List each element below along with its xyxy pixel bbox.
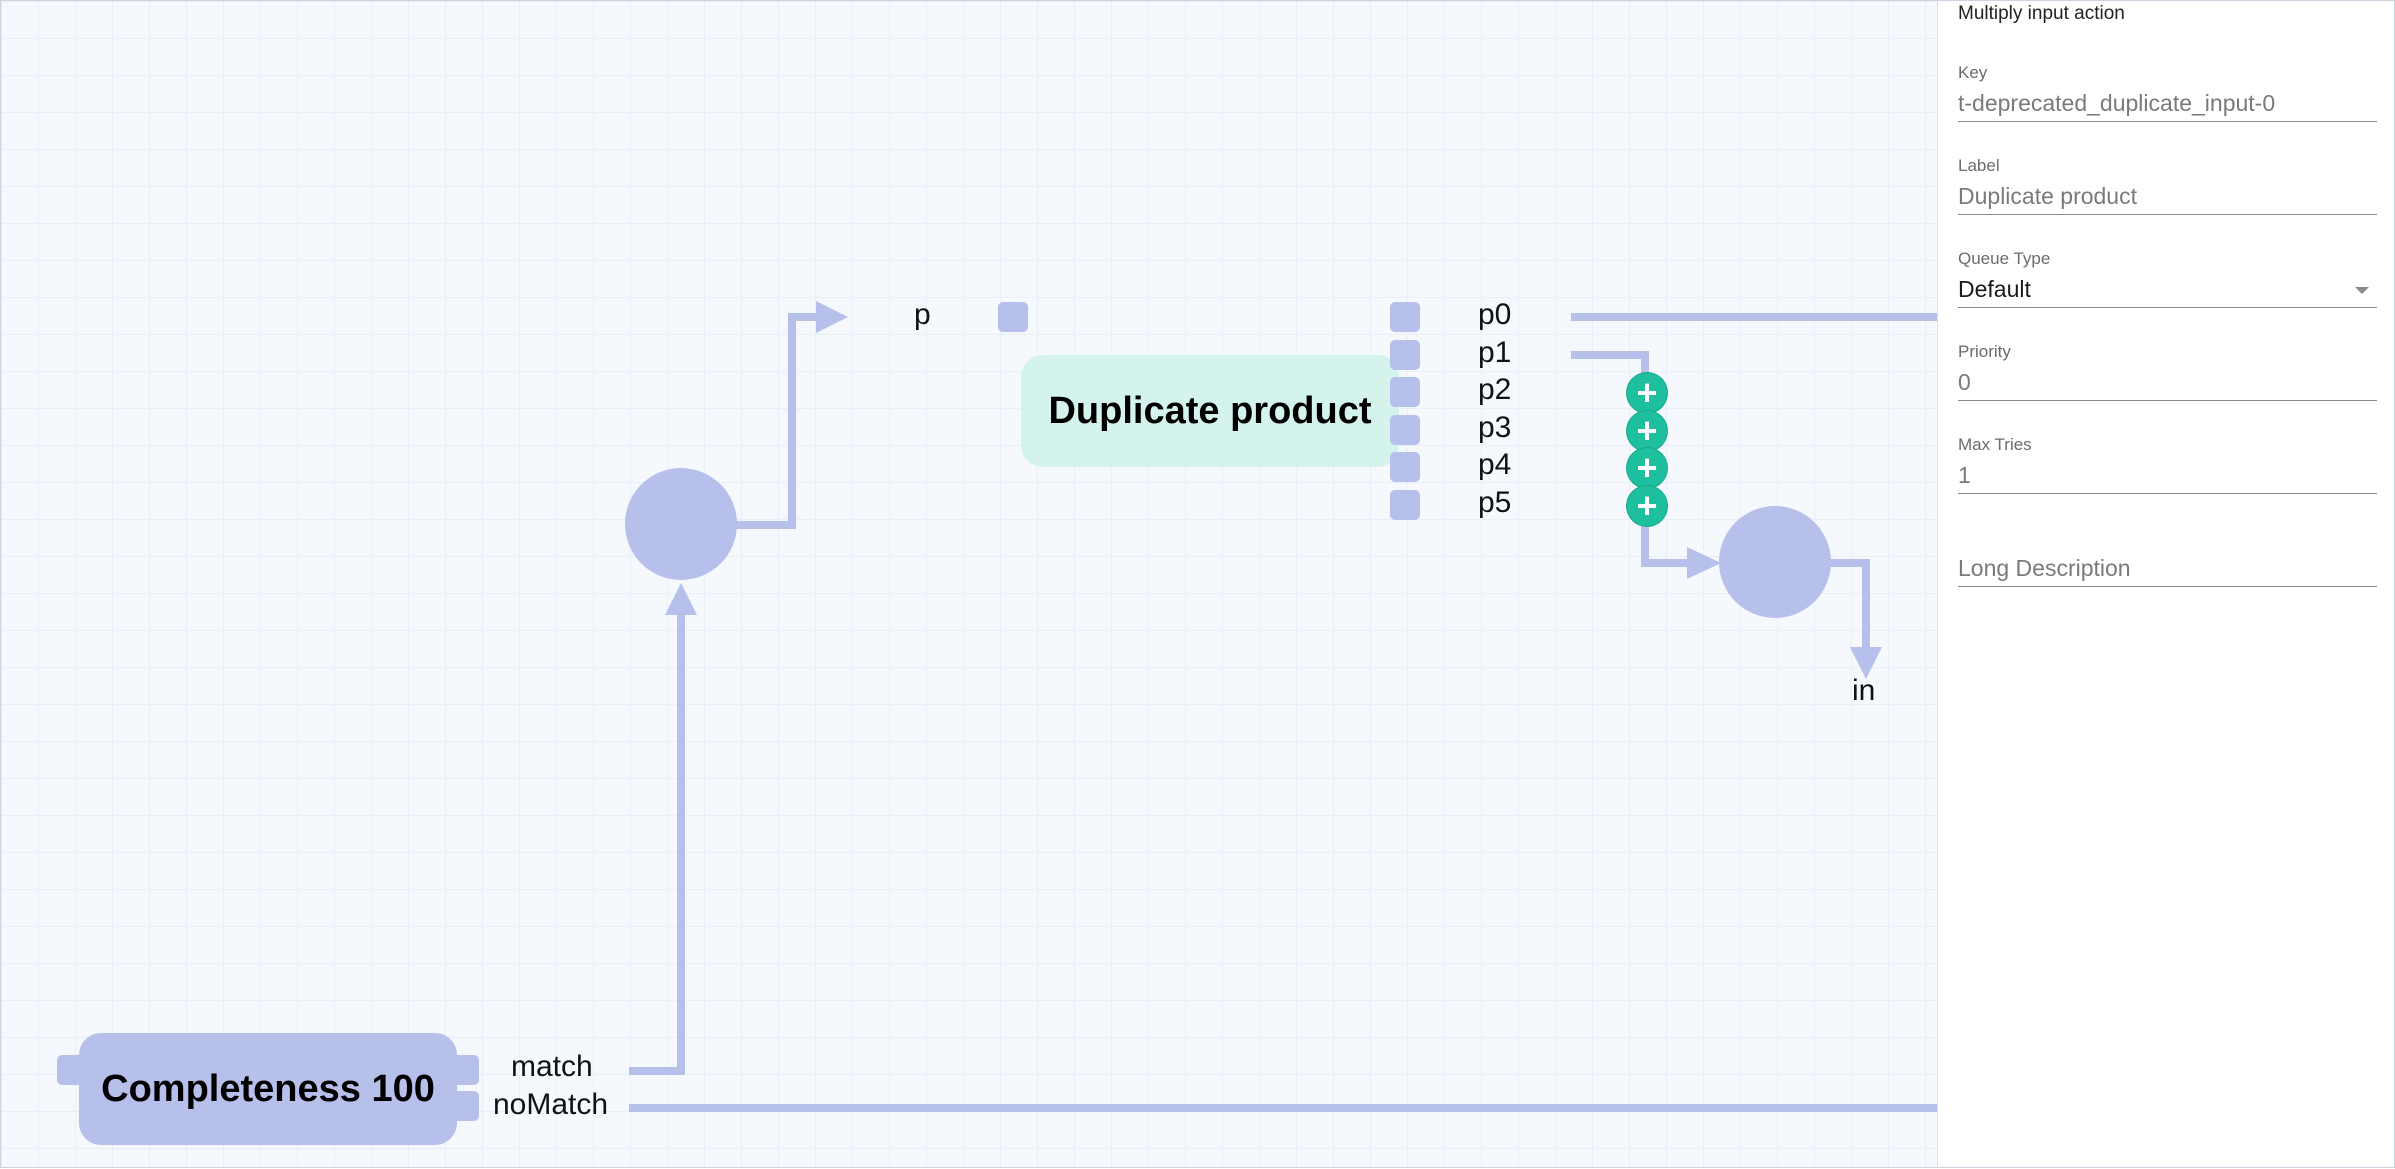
long-description-field[interactable]: Long Description [1958, 528, 2377, 587]
plus-icon: + [1636, 447, 1658, 488]
edge-to-input-p [736, 313, 816, 529]
plus-icon: + [1636, 372, 1658, 413]
arrow-head-up [665, 583, 697, 615]
node-label: Completeness 100 [101, 1067, 435, 1110]
output-port-match[interactable] [449, 1055, 479, 1085]
arrow-head-down-in [1850, 647, 1882, 679]
port-label-p3: p3 [1478, 411, 1512, 444]
output-port-p3[interactable] [1390, 415, 1420, 445]
key-input[interactable]: t-deprecated_duplicate_input-0 [1958, 85, 2377, 122]
completeness-node[interactable]: Completeness 100 [79, 1033, 457, 1145]
port-label-nomatch: noMatch [493, 1088, 609, 1121]
port-label-match: match [511, 1050, 593, 1083]
max-tries-field[interactable]: Max Tries 1 [1958, 435, 2377, 494]
label-input[interactable]: Duplicate product [1958, 178, 2377, 215]
max-tries-input[interactable]: 1 [1958, 457, 2377, 494]
output-port-p1[interactable] [1390, 340, 1420, 370]
output-port-p0[interactable] [1390, 302, 1420, 332]
panel-title: Multiply input action [1958, 3, 2125, 24]
add-connection-p3-button[interactable]: + [1627, 411, 1667, 451]
priority-field[interactable]: Priority 0 [1958, 342, 2377, 401]
output-port-p5[interactable] [1390, 490, 1420, 520]
port-label-p2: p2 [1478, 373, 1512, 406]
edge-to-in [1829, 559, 1870, 651]
port-label-p: p [914, 298, 931, 331]
duplicate-product-node[interactable]: Duplicate product [1021, 355, 1399, 467]
output-port-p2[interactable] [1390, 377, 1420, 407]
node-label: Duplicate product [1048, 389, 1372, 432]
target-label-in: in [1852, 674, 1876, 707]
port-label-p0: p0 [1478, 298, 1512, 331]
label-label: Label [1958, 156, 2000, 175]
plus-icon: + [1636, 410, 1658, 451]
queue-type-label: Queue Type [1958, 249, 2051, 268]
edges-layer [629, 301, 1938, 1112]
junction-node[interactable] [625, 468, 737, 580]
input-port-p[interactable] [998, 302, 1028, 332]
properties-panel: Multiply input action Key t-deprecated_d… [1937, 0, 2395, 1168]
add-connection-p2-button[interactable]: + [1627, 373, 1667, 413]
key-field[interactable]: Key t-deprecated_duplicate_input-0 [1958, 63, 2377, 122]
caret-down-icon[interactable] [2355, 287, 2369, 294]
plus-icon: + [1636, 485, 1658, 526]
key-label: Key [1958, 63, 1988, 82]
port-label-p4: p4 [1478, 448, 1512, 481]
add-connection-p5-button[interactable]: + [1627, 486, 1667, 526]
priority-input[interactable]: 0 [1958, 364, 2377, 401]
queue-type-select[interactable]: Default [1958, 271, 2377, 308]
edge-match [629, 591, 685, 1075]
label-field[interactable]: Label Duplicate product [1958, 156, 2377, 215]
priority-label: Priority [1958, 342, 2011, 361]
port-label-p5: p5 [1478, 486, 1512, 519]
port-label-p1: p1 [1478, 336, 1512, 369]
output-port-p4[interactable] [1390, 452, 1420, 482]
add-connection-p4-button[interactable]: + [1627, 448, 1667, 488]
queue-type-field[interactable]: Queue Type Default [1958, 249, 2377, 308]
output-port-nomatch[interactable] [449, 1091, 479, 1121]
arrow-head-right-circle [1687, 547, 1721, 579]
long-description-input[interactable]: Long Description [1958, 550, 2377, 587]
junction-node[interactable] [1719, 506, 1831, 618]
workflow-canvas[interactable]: Completeness 100 match noMatch p Duplica… [0, 0, 1938, 1168]
arrow-head-right-p [816, 301, 848, 333]
max-tries-label: Max Tries [1958, 435, 2032, 454]
